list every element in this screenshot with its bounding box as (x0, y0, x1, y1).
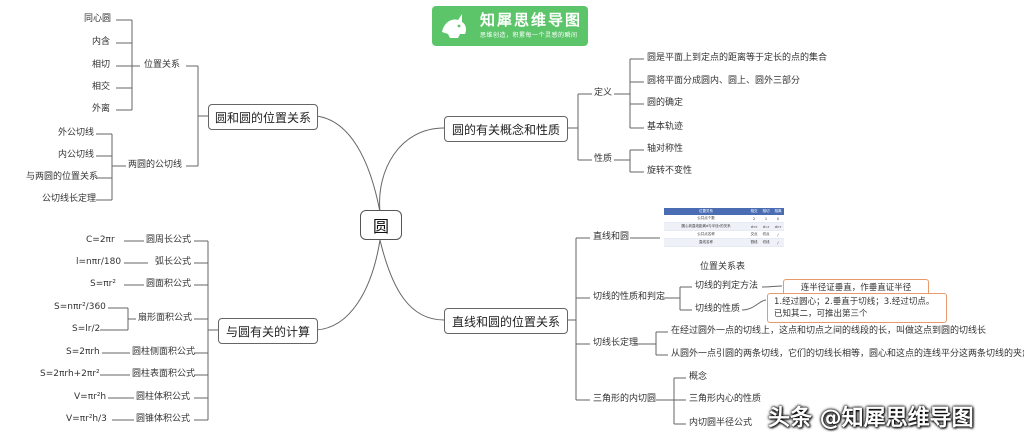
line-circle-label[interactable]: 直线和圆 (593, 232, 630, 242)
logo-subtitle: 思维创造，积累每一个灵感的瞬间 (480, 32, 578, 39)
table-cell: 1 (760, 215, 773, 223)
formula[interactable]: V=πr²h/3 (66, 414, 107, 424)
tangent-property-label[interactable]: 切线的性质和判定 (593, 292, 666, 302)
formula-name[interactable]: 圆柱侧面积公式 (132, 347, 196, 357)
formula-name[interactable]: 圆柱体积公式 (136, 392, 191, 402)
table-cell: 圆心到直线距离d与半径r的关系 (664, 222, 749, 231)
rhino-icon (442, 14, 466, 38)
table-cell: 直线名称 (664, 238, 749, 247)
table-header: 相离 (772, 208, 784, 215)
note-text: 连半径证垂直，作垂直证半径 (800, 283, 912, 293)
table-header: 位置关系 (664, 208, 749, 215)
tangent-prop-note: 1.经过圆心；2.垂直于切线；3.经过切点。 已知其二，可推出第三个 (767, 293, 947, 323)
formula-name[interactable]: 圆周长公式 (146, 235, 192, 245)
list-item[interactable]: 从圆外一点引圆的两条切线，它们的切线长相等，圆心和这点的连线平分这两条切线的夹角 (671, 349, 1024, 359)
note-line: 已知其二，可推出第三个 (774, 309, 868, 319)
list-item[interactable]: 概念 (689, 372, 708, 382)
formula[interactable]: S=nπr²/360 (54, 302, 106, 312)
table-row: 公共点名称 交点 切点 / (664, 230, 784, 239)
table-cell: d>r (772, 222, 784, 231)
list-item[interactable]: 轴对称性 (647, 144, 684, 154)
position-relation-table: 位置关系 相交 相切 相离 公共点个数 2 1 0 圆心到直线距离d与半径r的关… (664, 208, 784, 247)
list-item[interactable]: 外公切线 (58, 128, 95, 138)
tangent-length-label[interactable]: 切线长定理 (593, 338, 639, 348)
list-item[interactable]: 旋转不变性 (647, 166, 693, 176)
formula-name[interactable]: 弧长公式 (155, 257, 192, 267)
table-row: 直线名称 割线 切线 / (664, 238, 784, 247)
table-cell: / (772, 238, 784, 247)
formula[interactable]: S=2πrh (66, 347, 100, 357)
branch-line-circle[interactable]: 直线和圆的位置关系 (444, 308, 568, 334)
formula-name[interactable]: 扇形面积公式 (138, 313, 193, 323)
definition-label[interactable]: 定义 (594, 88, 613, 98)
property-label[interactable]: 性质 (594, 154, 613, 164)
table-cell: d=r (760, 222, 773, 231)
table-cell: 切线 (760, 238, 773, 247)
list-item[interactable]: 相交 (92, 82, 111, 92)
table-row: 公共点个数 2 1 0 (664, 215, 784, 223)
table-cell: 公共点名称 (664, 230, 749, 239)
formula[interactable]: l=nπr/180 (76, 257, 122, 267)
list-item[interactable]: 圆的确定 (647, 98, 684, 108)
formula[interactable]: S=2πrh+2πr² (40, 369, 100, 379)
list-item[interactable]: 圆将平面分成圆内、圆上、圆外三部分 (647, 76, 801, 86)
formula-name[interactable]: 圆柱表面积公式 (132, 369, 196, 379)
list-item[interactable]: 与两圆的位置关系 (26, 172, 99, 182)
table-cell: 交点 (748, 230, 761, 239)
table-caption: 位置关系表 (700, 262, 746, 272)
table-header: 相交 (748, 208, 761, 215)
logo: 知犀思维导图 思维创造，积累每一个灵感的瞬间 (432, 6, 588, 46)
list-item[interactable]: 同心圆 (84, 14, 112, 24)
table-cell: 0 (772, 215, 784, 223)
table-cell: 2 (748, 215, 761, 223)
formula[interactable]: V=πr²h (74, 392, 107, 402)
formula-name[interactable]: 圆锥体积公式 (136, 414, 191, 424)
table-cell: / (772, 230, 784, 239)
table-cell: d<r (748, 222, 761, 231)
branch-circle-position[interactable]: 圆和圆的位置关系 (208, 104, 318, 130)
list-item[interactable]: 相切 (92, 60, 111, 70)
branch-calculation[interactable]: 与圆有关的计算 (218, 318, 318, 344)
list-item[interactable]: 内切圆半径公式 (689, 418, 753, 428)
tangent-prop-label[interactable]: 切线的性质 (695, 304, 741, 314)
table-cell: 割线 (748, 238, 761, 247)
formula[interactable]: S=πr² (90, 279, 116, 289)
list-item[interactable]: 在经过圆外一点的切线上，这点和切点之间的线段的长，叫做这点到圆的切线长 (671, 326, 987, 336)
formula[interactable]: S=lr/2 (72, 324, 101, 334)
logo-title: 知犀思维导图 (480, 11, 583, 29)
table-cell: 切点 (760, 230, 773, 239)
tangent-judge-label[interactable]: 切线的判定方法 (695, 281, 759, 291)
list-item[interactable]: 内公切线 (58, 150, 95, 160)
formula-name[interactable]: 圆面积公式 (146, 279, 192, 289)
common-tangent-label[interactable]: 两圆的公切线 (128, 160, 183, 170)
table-row: 圆心到直线距离d与半径r的关系 d<r d=r d>r (664, 222, 784, 231)
table-cell: 公共点个数 (664, 215, 749, 223)
watermark: 头条 @知犀思维导图 (768, 406, 974, 431)
branch-concept[interactable]: 圆的有关概念和性质 (444, 116, 568, 142)
list-item[interactable]: 外离 (92, 104, 111, 114)
table-header: 相切 (760, 208, 773, 215)
list-item[interactable]: 三角形内心的性质 (689, 394, 762, 404)
position-relation-label[interactable]: 位置关系 (144, 60, 181, 70)
note-line: 1.经过圆心；2.垂直于切线；3.经过切点。 (774, 297, 935, 307)
list-item[interactable]: 内含 (92, 37, 111, 47)
list-item[interactable]: 基本轨迹 (647, 122, 684, 132)
list-item[interactable]: 圆是平面上到定点的距离等于定长的点的集合 (647, 53, 828, 63)
center-node[interactable]: 圆 (360, 210, 402, 240)
list-item[interactable]: 公切线长定理 (42, 194, 97, 204)
formula[interactable]: C=2πr (86, 235, 115, 245)
incircle-label[interactable]: 三角形的内切圆 (593, 394, 657, 404)
